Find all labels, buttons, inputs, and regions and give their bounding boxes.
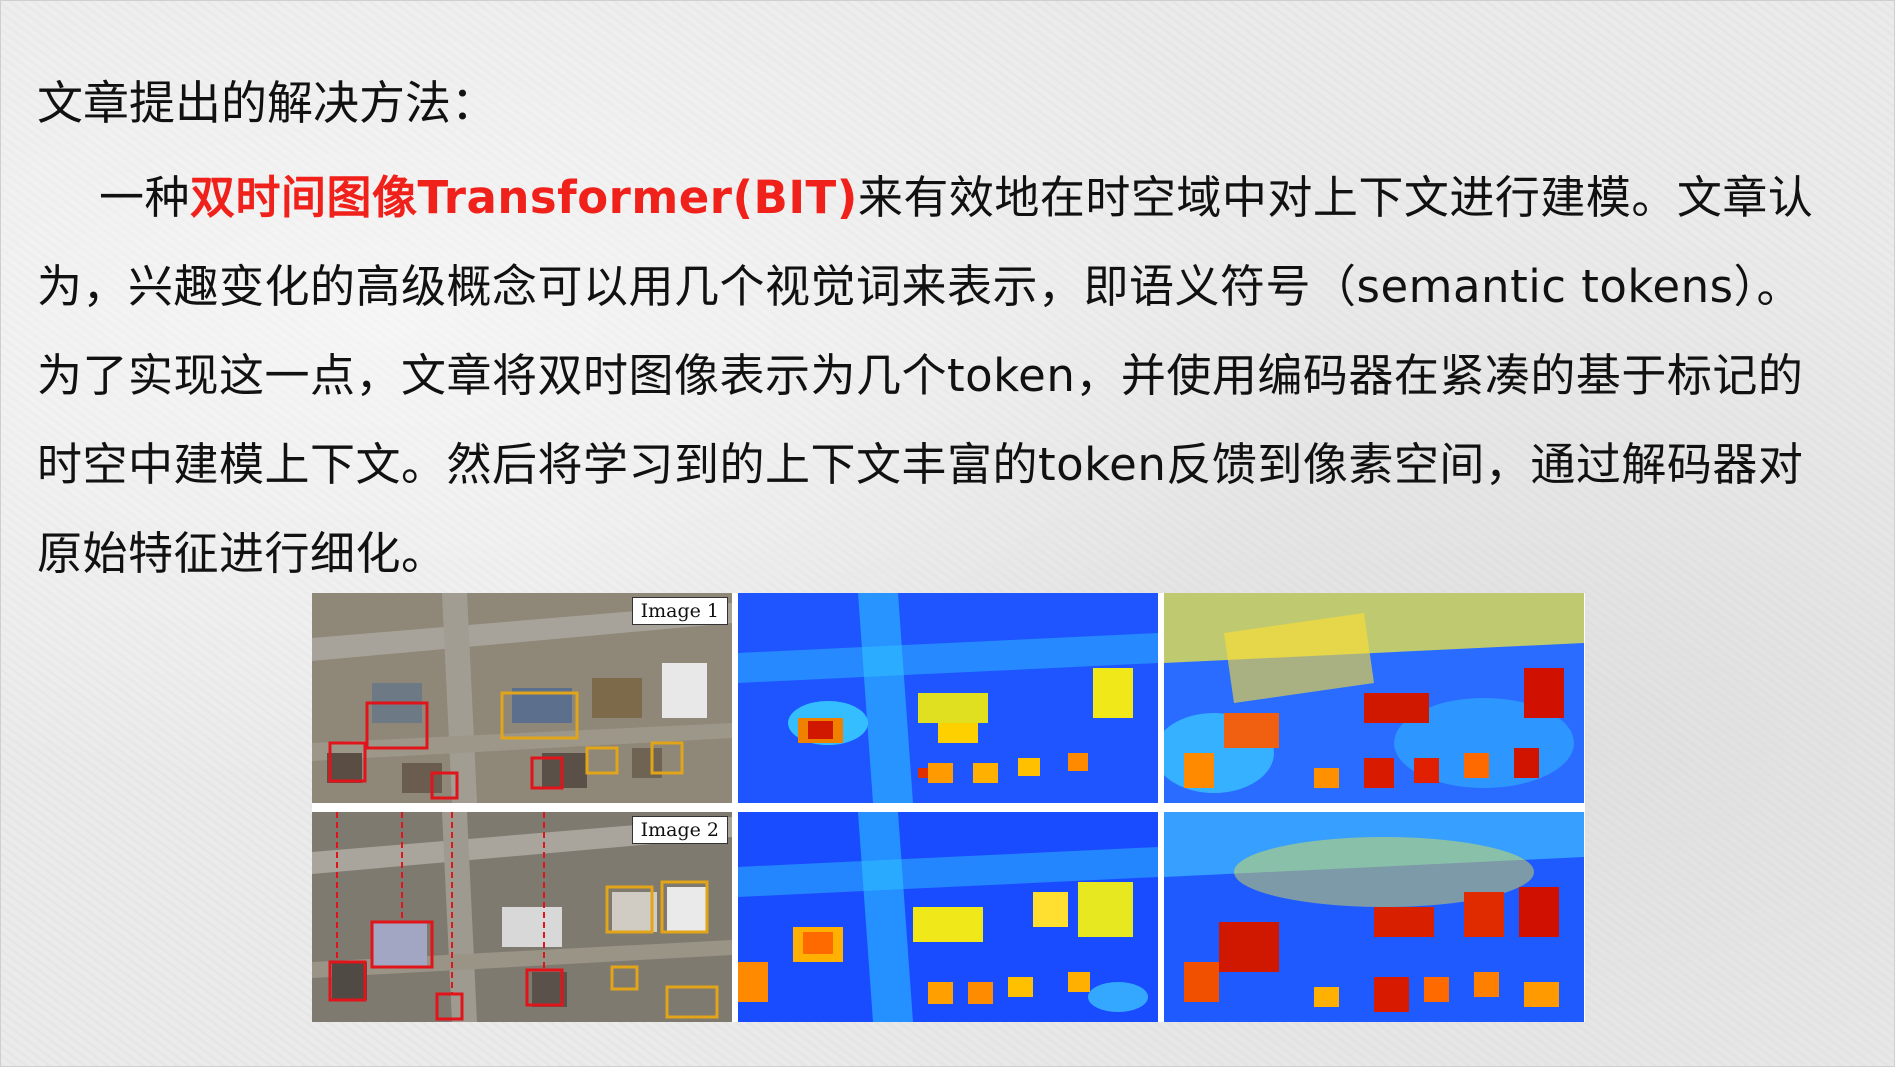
highlight-bitemporal: 双时间图像	[190, 171, 418, 224]
attention-heatmap-icon	[738, 593, 1158, 803]
highlight-bit: Transformer(BIT)	[417, 171, 858, 224]
attention-heatmap-icon	[1164, 812, 1584, 1022]
attention-heatmap-icon	[1164, 593, 1584, 803]
aerial-photo-after-icon: Image 2	[312, 812, 732, 1022]
aerial-photo-before-icon: Image 1	[312, 593, 732, 803]
method-paragraph: 一种双时间图像Transformer(BIT)来有效地在时空域中对上下文进行建模…	[37, 153, 1837, 598]
image-1-label: Image 1	[631, 597, 728, 625]
change-detection-figure: Image 1	[312, 593, 1585, 1022]
slide-heading: 文章提出的解决方法：	[37, 76, 497, 130]
paragraph-lead: 一种	[99, 171, 191, 224]
paragraph-body: 来有效地在时空域中对上下文进行建模。文章认为，兴趣变化的高级概念可以用几个视觉词…	[37, 171, 1814, 580]
image-2-label: Image 2	[631, 816, 728, 844]
attention-heatmap-icon	[738, 812, 1158, 1022]
